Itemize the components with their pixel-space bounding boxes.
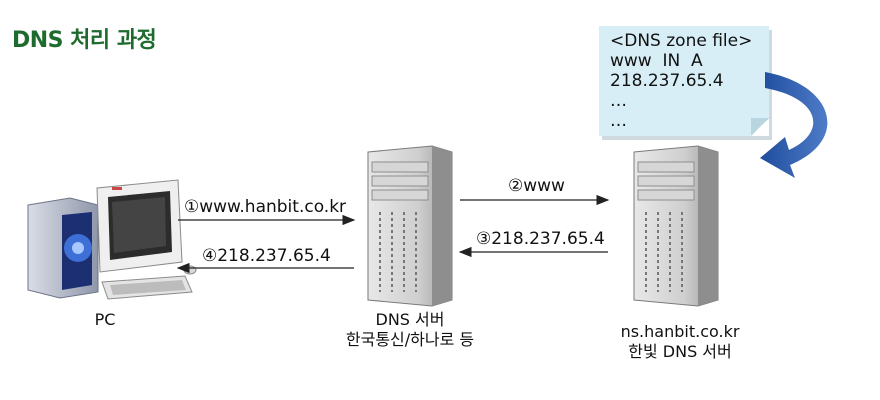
- hanbit-dns-server-tower-icon: [633, 145, 719, 307]
- dns-server-caption: DNS 서버 한국통신/하나로 등: [320, 310, 500, 350]
- hanbit-dns-name-label: 한빛 DNS 서버: [628, 342, 732, 361]
- pc-computer-icon: [27, 179, 197, 300]
- pc-caption: PC: [60, 310, 150, 330]
- pc-label: PC: [94, 310, 116, 329]
- note-fold-corner: [751, 118, 769, 136]
- step1-label: ①www.hanbit.co.kr: [184, 197, 347, 217]
- dns-server-tower-icon: [367, 145, 453, 307]
- step4-label: ④218.237.65.4: [202, 246, 331, 266]
- hanbit-dns-host-label: ns.hanbit.co.kr: [620, 322, 740, 341]
- dns-server-provider-label: 한국통신/하나로 등: [345, 330, 475, 349]
- page-title: DNS 처리 과정: [12, 28, 157, 53]
- zone-file-line-1: <DNS zone file>: [610, 31, 753, 51]
- dns-server-label: DNS 서버: [375, 310, 445, 329]
- hanbit-dns-caption: ns.hanbit.co.kr 한빛 DNS 서버: [590, 322, 770, 362]
- zone-lookup-curved-arrow: [760, 72, 828, 178]
- zone-file-line-4: …: [610, 91, 627, 111]
- zone-file-line-3: 218.237.65.4: [610, 71, 724, 91]
- zone-file-line-5: …: [610, 111, 627, 131]
- step3-label: ③218.237.65.4: [476, 229, 605, 249]
- step2-label: ②www: [508, 176, 565, 196]
- zone-file-line-2: www IN A: [610, 51, 703, 71]
